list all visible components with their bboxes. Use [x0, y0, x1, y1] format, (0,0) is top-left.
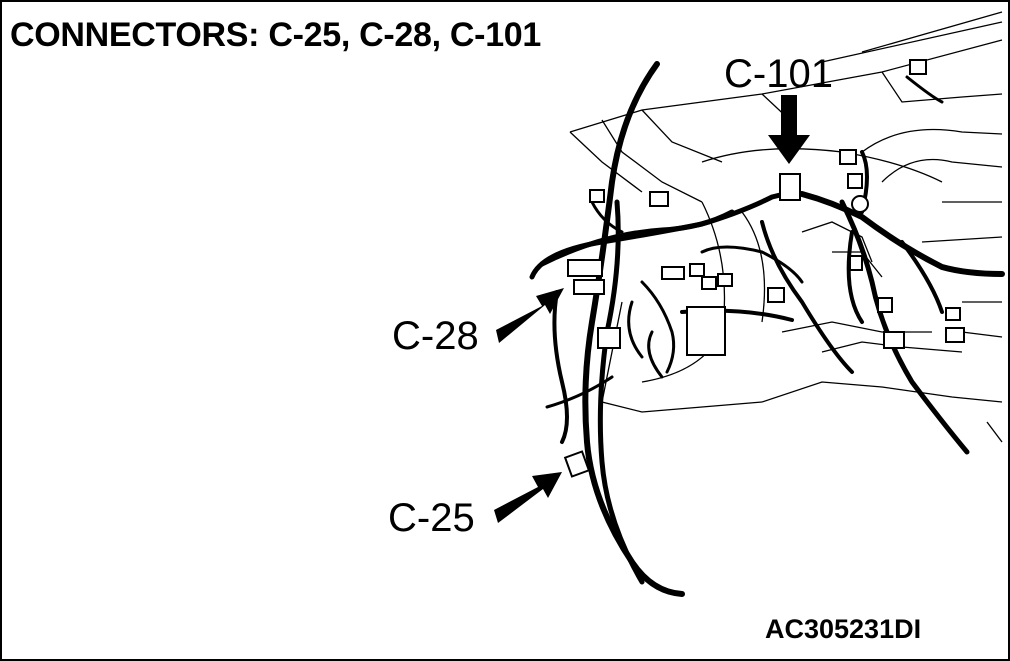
connector-c25-body: [563, 450, 591, 478]
figure-code: AC305231DI: [765, 614, 922, 644]
connector-right-d: [945, 327, 965, 343]
arrow-c101: [768, 95, 810, 164]
connector-top-a: [649, 191, 669, 207]
connector-far-top: [909, 59, 927, 75]
connector-top-d: [847, 173, 863, 189]
connector-mid-c: [661, 266, 685, 280]
callout-label-c25: C-25: [388, 496, 475, 540]
connector-right-c: [883, 331, 905, 349]
connector-c28-lower: [573, 279, 605, 295]
connector-right-a: [849, 255, 863, 271]
connector-right-b: [877, 297, 893, 313]
connectors: [563, 59, 965, 478]
diagram-title: CONNECTORS: C-25, C-28, C-101: [10, 16, 542, 54]
connector-block-a: [597, 327, 621, 349]
connector-round: [851, 195, 869, 213]
connector-top-c: [839, 149, 857, 165]
callout-label-c28: C-28: [392, 314, 479, 358]
callout-label-c101: C-101: [724, 52, 833, 96]
connector-top-b: [589, 189, 605, 203]
arrow-c28: [496, 288, 564, 343]
connector-mid-b: [717, 273, 733, 287]
arrow-c25: [494, 472, 562, 523]
connector-c101-body: [779, 173, 801, 201]
connector-right-e: [945, 307, 961, 321]
callout-arrows: [494, 95, 810, 523]
relay-box: [686, 306, 726, 356]
connector-mid-a: [701, 276, 717, 290]
connector-mid-d: [689, 263, 705, 277]
connector-mid-e: [767, 287, 785, 303]
connector-c28-upper: [567, 259, 603, 277]
